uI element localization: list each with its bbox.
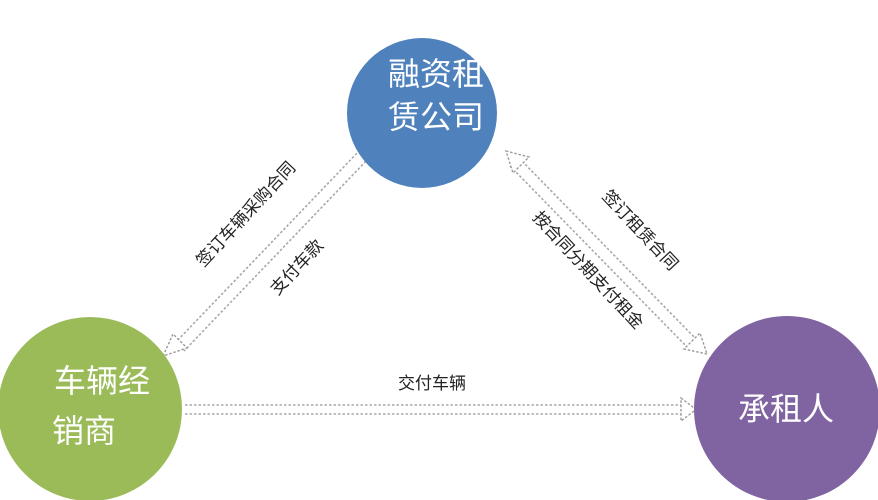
- node-leasing-company-circle: [347, 38, 497, 188]
- arrowhead-to-lessee: [682, 331, 709, 355]
- node-lessee-label: 承租人: [738, 390, 834, 428]
- edge-label-lease-contract: 签订租赁合同: [598, 186, 682, 274]
- edge-company-to-dealer: [161, 149, 370, 358]
- edge-company-to-lessee: [504, 150, 709, 355]
- node-leasing-company-label-line1: 融资租: [388, 55, 484, 93]
- node-dealer-circle: [0, 317, 182, 500]
- edge-label-pay-vehicle: 支付车款: [267, 236, 328, 299]
- node-lessee: 承租人: [694, 316, 878, 500]
- node-leasing-company-label-line2: 赁公司: [388, 98, 484, 136]
- node-dealer: 车辆经 销商: [0, 317, 182, 500]
- node-lessee-circle: [694, 316, 878, 500]
- arrowhead-to-lessee-bottom: [680, 396, 698, 423]
- node-dealer-label-line1: 车辆经: [54, 362, 150, 400]
- arrowhead-to-dealer: [161, 332, 189, 358]
- edge-dealer-to-lessee: [185, 396, 698, 423]
- arrowhead-to-company: [504, 150, 531, 175]
- edge-label-deliver-vehicle: 交付车辆: [398, 374, 466, 394]
- edge-label-purchase-contract: 签订车辆采购合同: [193, 158, 300, 271]
- node-dealer-label-line2: 销商: [52, 412, 116, 450]
- node-leasing-company: 融资租 赁公司: [347, 38, 497, 188]
